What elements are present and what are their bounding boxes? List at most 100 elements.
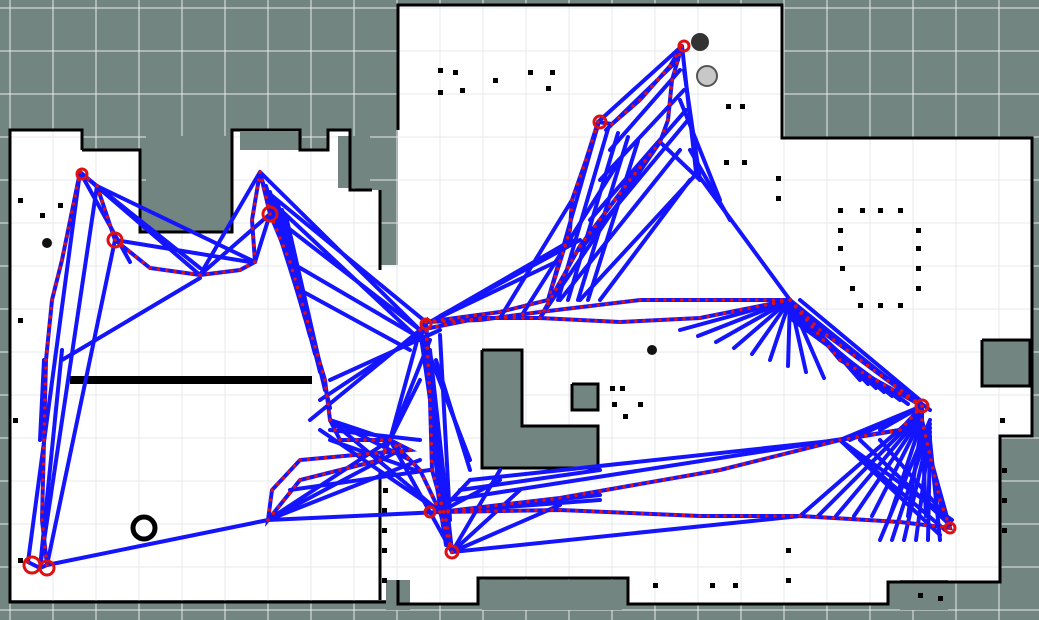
- trajectory-node: [852, 353, 856, 358]
- trajectory-node: [548, 290, 553, 295]
- trajectory-node: [42, 422, 47, 426]
- obstacle-speck: [58, 203, 63, 208]
- obstacle-speck: [898, 303, 903, 308]
- trajectory-node: [606, 487, 610, 492]
- wall-center-box: [570, 382, 600, 412]
- trajectory-node: [181, 270, 186, 275]
- pillar-obstacle: [647, 345, 657, 355]
- trajectory-node: [941, 507, 946, 512]
- trajectory-node: [934, 482, 939, 486]
- trajectory-node: [633, 171, 637, 176]
- constraint-edge: [60, 276, 202, 362]
- trajectory-node: [729, 298, 734, 302]
- trajectory-node: [713, 298, 717, 302]
- trajectory-node: [315, 353, 320, 357]
- obstacle-speck: [916, 228, 921, 233]
- trajectory-node: [643, 159, 647, 163]
- trajectory-node: [546, 309, 551, 313]
- trajectory-node: [76, 178, 81, 182]
- trajectory-node: [629, 299, 634, 303]
- trajectory-node: [40, 510, 44, 514]
- trajectory-node: [554, 317, 558, 321]
- trajectory-node: [846, 436, 851, 441]
- trajectory-node: [920, 418, 924, 422]
- trajectory-node: [604, 302, 609, 306]
- trajectory-node: [230, 269, 234, 273]
- constraint-edge: [878, 438, 950, 520]
- trajectory-node: [922, 426, 926, 430]
- trajectory-node: [879, 373, 883, 378]
- trajectory-node: [260, 178, 264, 183]
- trajectory-node: [298, 478, 302, 482]
- trajectory-node: [790, 450, 794, 454]
- trajectory-node: [812, 322, 816, 326]
- trajectory-node: [108, 222, 112, 227]
- trajectory-node: [886, 378, 890, 383]
- constraint-edge: [450, 514, 802, 554]
- trajectory-node: [164, 268, 169, 273]
- trajectory-node: [624, 511, 628, 515]
- trajectory-node: [41, 478, 45, 482]
- trajectory-node: [71, 202, 76, 206]
- trajectory-node: [746, 298, 751, 302]
- trajectory-node: [542, 498, 546, 502]
- trajectory-node: [406, 456, 410, 460]
- trajectory-node: [845, 348, 849, 353]
- trajectory-node: [394, 444, 398, 448]
- constraint-edge: [448, 428, 902, 502]
- trajectory-node: [570, 258, 574, 263]
- trajectory-node: [599, 510, 603, 514]
- trajectory-node: [478, 505, 482, 510]
- trajectory-node: [838, 343, 843, 348]
- trajectory-node: [806, 316, 810, 320]
- trajectory-node: [271, 220, 276, 224]
- obstacle-speck: [938, 596, 943, 601]
- trajectory-node: [440, 318, 445, 322]
- trajectory-node: [271, 511, 276, 516]
- trajectory-node: [671, 298, 676, 302]
- trajectory-node: [682, 317, 686, 321]
- trajectory-node: [654, 298, 659, 302]
- trajectory-node: [435, 324, 439, 329]
- trajectory-node: [642, 319, 646, 323]
- trajectory-node: [430, 493, 434, 498]
- trajectory-node: [913, 399, 917, 403]
- obstacle-walls: [8, 3, 1034, 606]
- constraint-edge: [318, 328, 428, 402]
- trajectory-node: [648, 152, 652, 157]
- trajectory-node: [546, 298, 550, 302]
- post-obstacle: [42, 238, 52, 248]
- trajectory-node: [198, 273, 202, 277]
- trajectory-node: [865, 363, 870, 368]
- trajectory-node: [522, 304, 526, 308]
- obstacle-speck: [1002, 528, 1007, 533]
- trajectory-node: [38, 566, 42, 570]
- constraint-edge: [714, 298, 792, 344]
- trajectory-node: [646, 298, 651, 302]
- trajectory-node: [274, 228, 279, 232]
- trajectory-node: [739, 308, 743, 312]
- trajectory-node: [542, 309, 546, 313]
- trajectory-node: [313, 344, 317, 349]
- trajectory-node: [754, 298, 759, 302]
- trajectory-node: [120, 243, 124, 248]
- obstacle-speck: [740, 104, 745, 109]
- obstacle-speck: [878, 208, 883, 213]
- trajectory-node: [214, 271, 218, 275]
- trajectory-node: [327, 410, 331, 414]
- trajectory-node: [268, 498, 273, 502]
- trajectory-node: [441, 509, 446, 514]
- trajectory-node: [379, 438, 384, 442]
- trajectory-node: [70, 210, 74, 214]
- trajectory-node: [927, 450, 931, 454]
- obstacle-speck: [612, 402, 617, 407]
- trajectory-node: [702, 471, 706, 475]
- trajectory-node: [566, 494, 570, 499]
- constraint-edge: [678, 98, 722, 202]
- trajectory-node: [41, 470, 45, 474]
- trajectory-node: [510, 501, 514, 506]
- robot-marker-icon[interactable]: [691, 33, 709, 51]
- trajectory-node: [571, 306, 576, 310]
